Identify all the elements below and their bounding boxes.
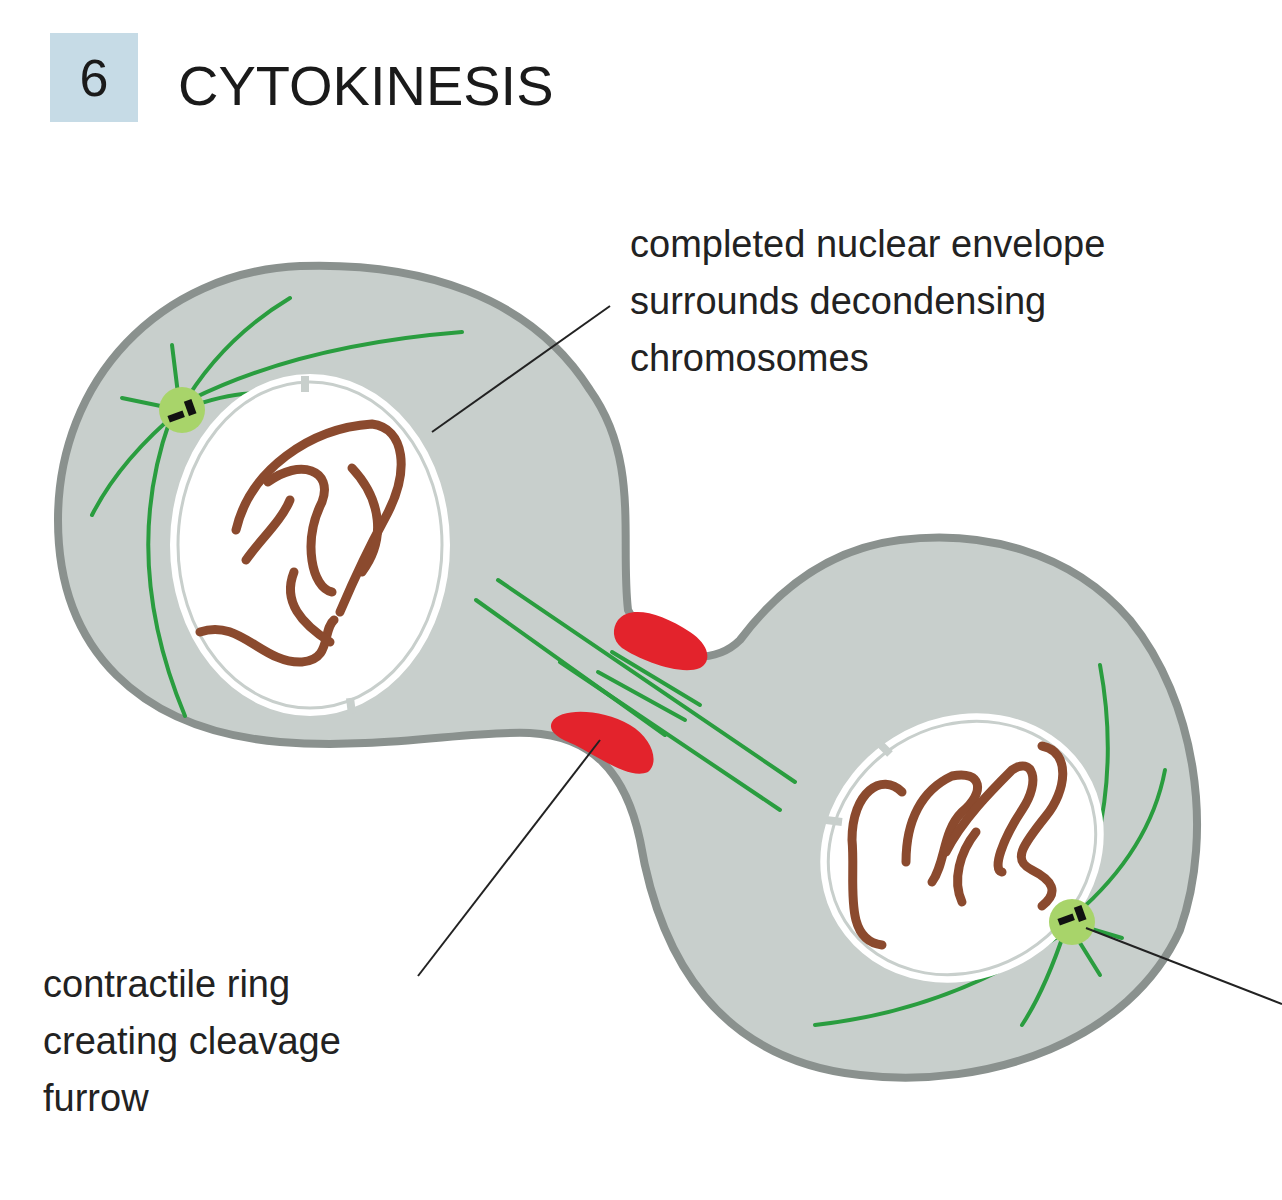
- chromosome: [1021, 746, 1062, 906]
- chromosome: [268, 469, 332, 592]
- leader-line: [418, 740, 600, 976]
- nuclear-envelope: [178, 382, 442, 708]
- centriole: [184, 399, 197, 416]
- leader-lines: [418, 306, 1282, 1004]
- chromosome: [246, 500, 290, 560]
- centriole: [1057, 913, 1074, 925]
- step-number-box: 6: [50, 33, 138, 122]
- midbody-microtubules: [476, 580, 795, 810]
- nuclear-pore: [301, 376, 309, 392]
- callout-label: contractile ring creating cleavage furro…: [43, 956, 423, 1127]
- nuclear-envelope: [780, 671, 1143, 1024]
- nuclear-pore: [878, 742, 890, 754]
- callout-label: completed nuclear envelope surrounds dec…: [630, 216, 1230, 387]
- astral-microtubules: [92, 298, 462, 716]
- nuclear-envelope: [178, 382, 442, 708]
- centrosome: [1049, 899, 1095, 945]
- cell-membrane: [58, 266, 1197, 1078]
- chromosomes: [852, 746, 1063, 945]
- microtubule: [498, 580, 795, 782]
- step-number: 6: [80, 50, 109, 106]
- nucleus: [780, 671, 1143, 1024]
- centrosome: [159, 387, 205, 433]
- chromosomes: [200, 424, 401, 662]
- chromosome: [290, 572, 330, 642]
- contractile-ring: [551, 712, 654, 774]
- centrosome-body: [159, 387, 205, 433]
- chromosome: [852, 784, 902, 945]
- centrosome-body: [1049, 899, 1095, 945]
- chromosome: [352, 468, 378, 572]
- centriole: [1074, 905, 1087, 922]
- chromosome: [906, 775, 978, 882]
- centriole: [167, 410, 184, 422]
- nuclear-pore: [350, 698, 352, 714]
- microtubule: [598, 672, 685, 720]
- figure-title: CYTOKINESIS: [178, 58, 554, 114]
- nuclear-envelope: [780, 671, 1143, 1024]
- chromosome: [958, 832, 976, 902]
- nuclear-pore: [826, 820, 842, 822]
- nucleus: [178, 376, 442, 714]
- contractile-ring: [614, 612, 708, 670]
- leader-line: [432, 306, 610, 432]
- leader-line: [1086, 928, 1282, 1004]
- chromosome: [236, 424, 401, 612]
